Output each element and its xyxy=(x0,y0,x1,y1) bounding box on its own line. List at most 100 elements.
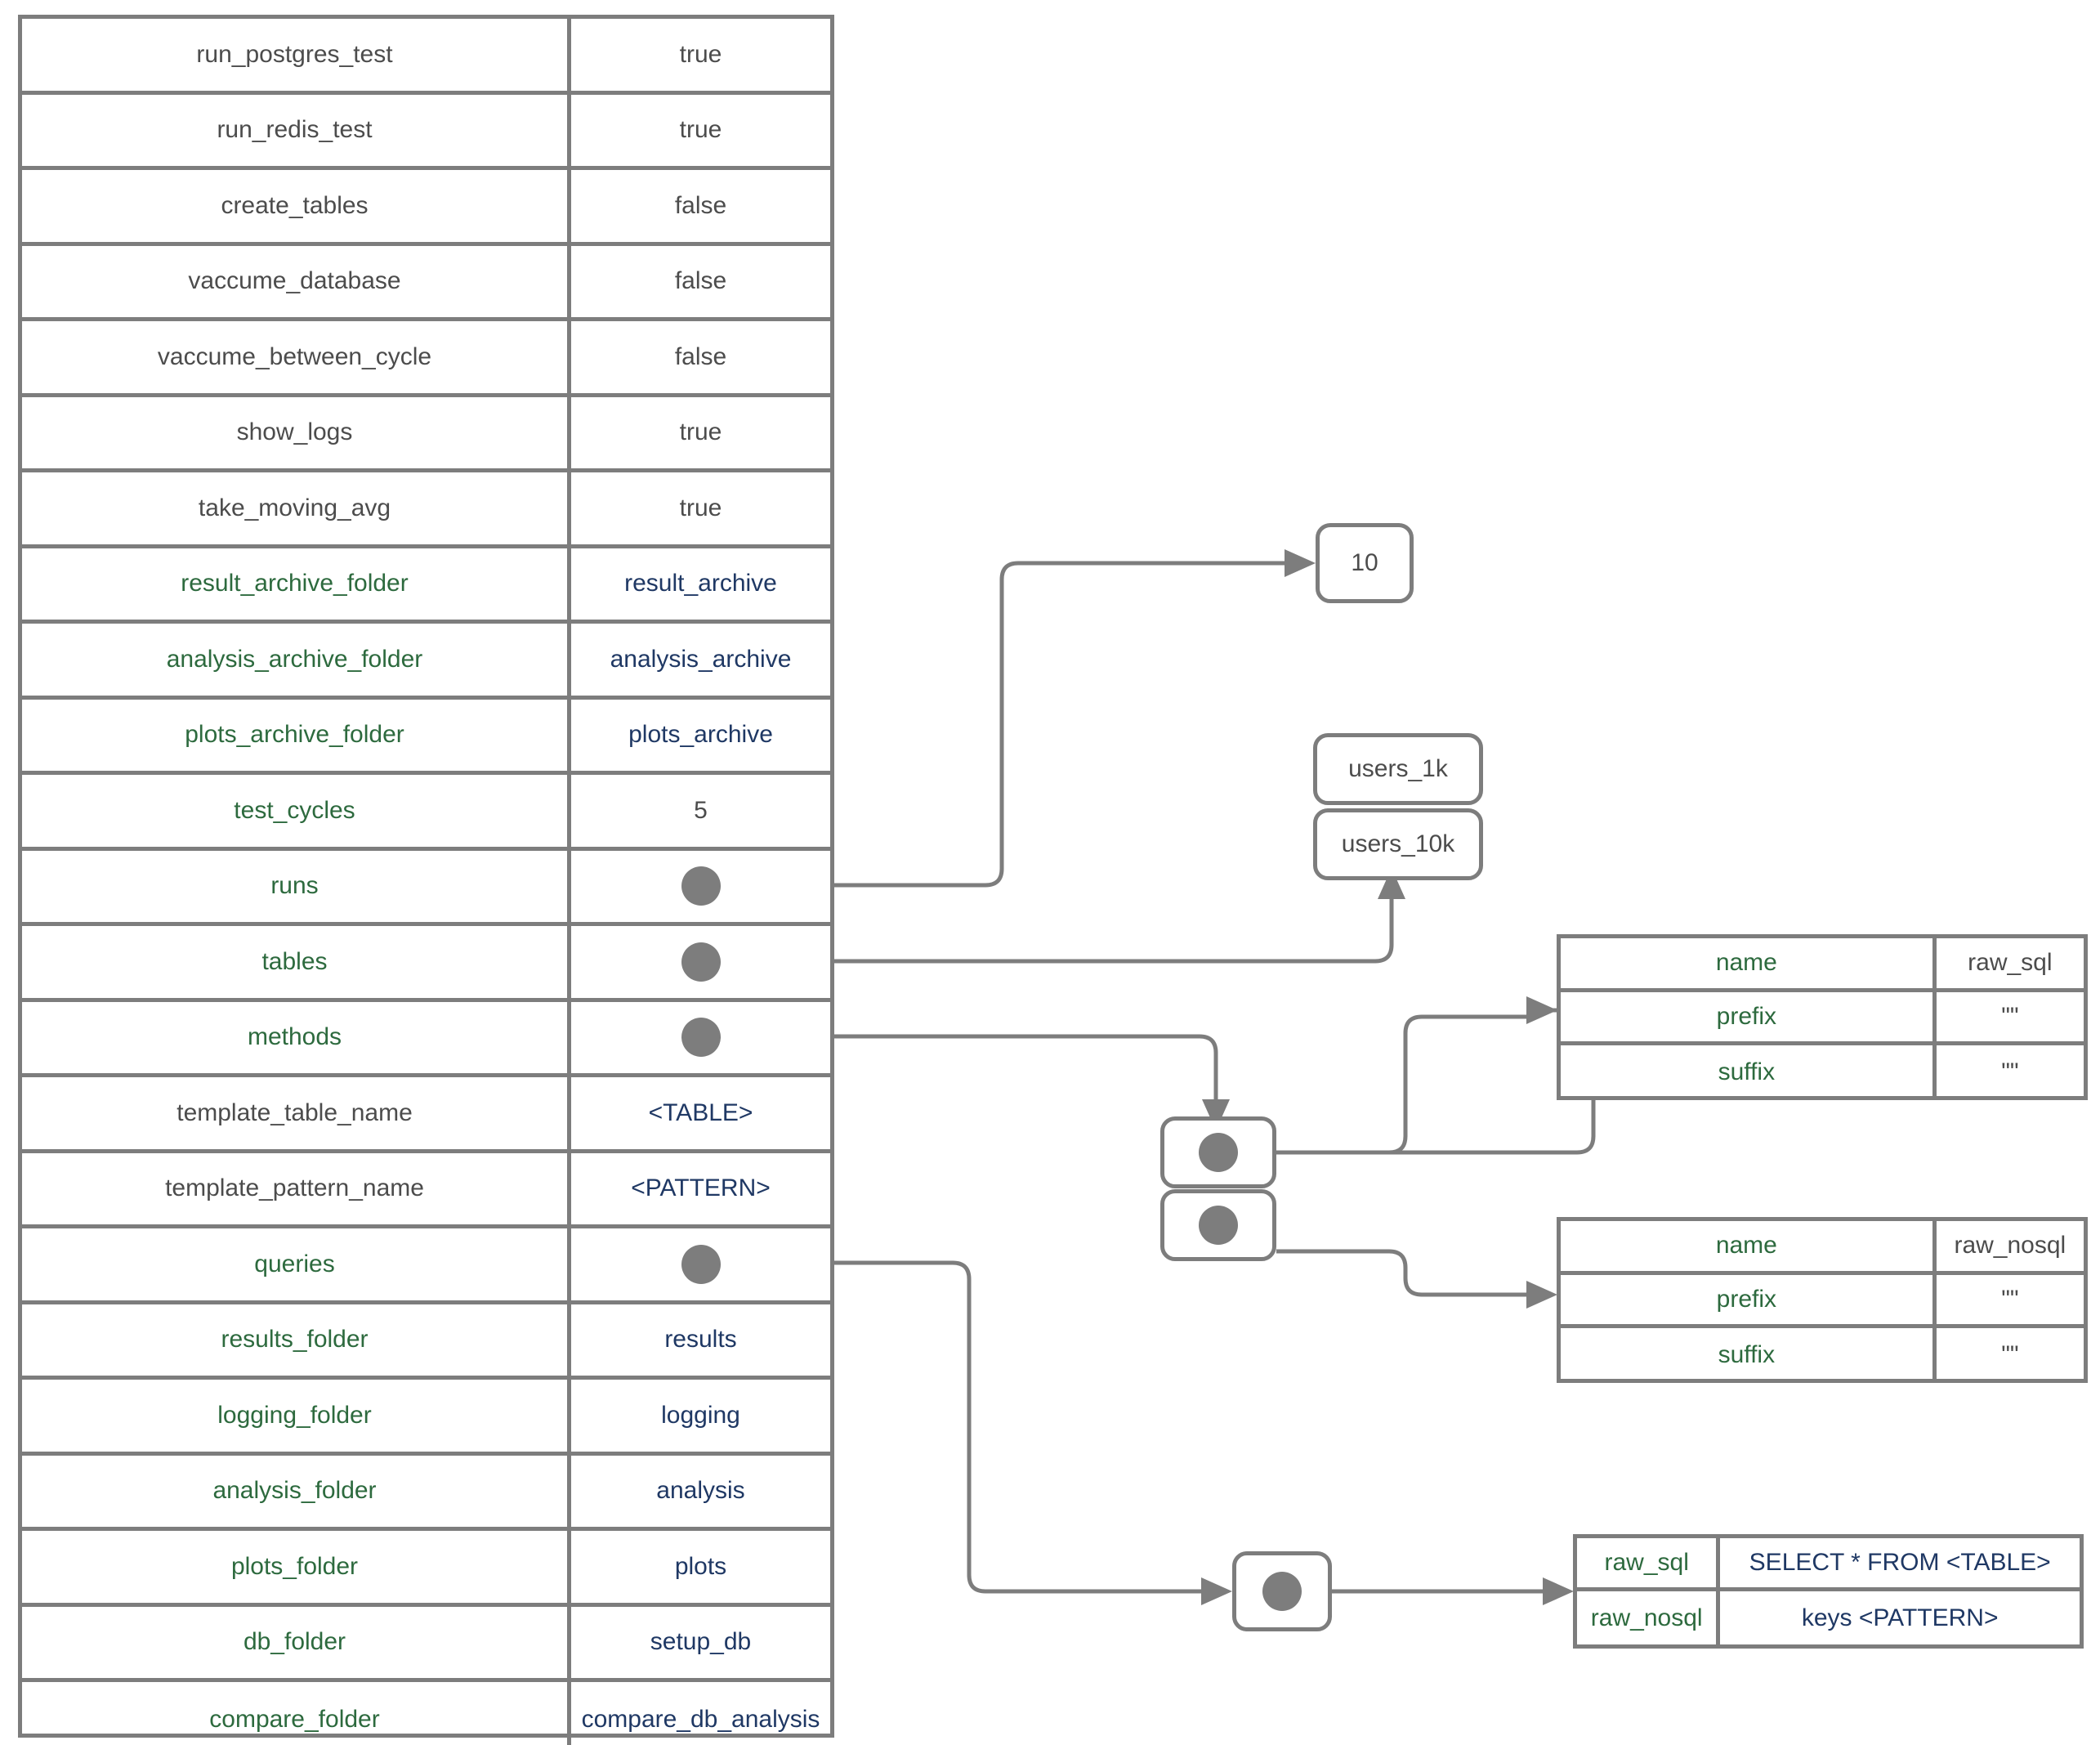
config-key-create_tables: create_tables xyxy=(22,170,571,242)
table-row: db_folder setup_db xyxy=(22,1606,830,1682)
config-value-queries[interactable] xyxy=(571,1228,830,1300)
config-key-vaccume_between_cycle: vaccume_between_cycle xyxy=(22,321,571,393)
node-methods-item-2[interactable] xyxy=(1160,1189,1276,1261)
config-value-create_tables: false xyxy=(674,191,727,219)
bullet-dot-icon xyxy=(681,866,721,906)
config-key-run_redis_test: run_redis_test xyxy=(22,94,571,166)
config-key-db_folder: db_folder xyxy=(22,1606,571,1678)
config-key-test_cycles: test_cycles xyxy=(22,775,571,847)
node-tables-users-10k[interactable]: users_10k xyxy=(1313,808,1483,880)
config-value-logging_folder: logging xyxy=(661,1401,740,1429)
bullet-dot-icon xyxy=(1262,1572,1302,1611)
nosql-method-key-name: name xyxy=(1561,1221,1937,1271)
config-key-template_table_name: template_table_name xyxy=(22,1077,571,1149)
nosql-method-key-suffix: suffix xyxy=(1561,1328,1937,1382)
node-runs-label: 10 xyxy=(1351,549,1378,576)
config-key-runs: runs xyxy=(22,850,571,922)
queries-key-raw_nosql: raw_nosql xyxy=(1577,1591,1721,1644)
config-value-vaccume_database: false xyxy=(674,267,727,295)
config-value-compare_folder: compare_db_analysis xyxy=(581,1706,820,1734)
table-row: vaccume_between_cycle false xyxy=(22,321,830,397)
table-row: methods xyxy=(22,1001,830,1077)
config-value-results_folder: results xyxy=(664,1326,737,1353)
node-runs-value[interactable]: 10 xyxy=(1316,523,1414,603)
table-row: queries xyxy=(22,1228,830,1304)
table-row: tables xyxy=(22,926,830,1002)
edge-method2-to-nosqltable xyxy=(1276,1249,1557,1309)
config-key-plots_archive_folder: plots_archive_folder xyxy=(22,699,571,771)
table-row: test_cycles 5 xyxy=(22,775,830,851)
config-value-methods[interactable] xyxy=(571,1002,830,1074)
config-key-tables: tables xyxy=(22,926,571,998)
node-methods-item-1[interactable] xyxy=(1160,1116,1276,1188)
table-row: vaccume_database false xyxy=(22,245,830,321)
table-row: raw_nosql keys <PATTERN> xyxy=(1577,1591,2080,1644)
table-row: suffix "" xyxy=(1561,1328,2084,1382)
nosql-method-value-prefix: "" xyxy=(2001,1285,2019,1313)
bullet-dot-icon xyxy=(681,1018,721,1058)
config-key-take_moving_avg: take_moving_avg xyxy=(22,472,571,544)
node-tables-users-1k[interactable]: users_1k xyxy=(1313,733,1483,805)
table-row: name raw_nosql xyxy=(1561,1221,2084,1275)
config-value-plots_folder: plots xyxy=(674,1552,727,1580)
config-key-plots_folder: plots_folder xyxy=(22,1531,571,1603)
node-queries-item[interactable] xyxy=(1232,1551,1332,1631)
edge-queriesnode-to-table xyxy=(1332,1577,1574,1605)
config-key-analysis_folder: analysis_folder xyxy=(22,1455,571,1527)
config-value-runs[interactable] xyxy=(571,851,830,923)
config-value-vaccume_between_cycle: false xyxy=(674,342,727,370)
edge-method1-route xyxy=(1276,1014,1526,1155)
sql-method-key-prefix: prefix xyxy=(1561,991,1937,1042)
config-value-test_cycles: 5 xyxy=(694,796,708,824)
table-row: template_table_name<TABLE> xyxy=(22,1077,830,1153)
table-row: run_postgres_test true xyxy=(22,19,830,95)
config-value-tables[interactable] xyxy=(571,926,830,998)
node-tables-users-1k-label: users_1k xyxy=(1348,755,1448,782)
config-key-methods: methods xyxy=(22,1001,571,1073)
table-row: template_pattern_name<PATTERN> xyxy=(22,1152,830,1228)
config-value-plots_archive_folder: plots_archive xyxy=(628,721,773,749)
queries-value-raw_sql: SELECT * FROM <TABLE> xyxy=(1749,1549,2051,1576)
nosql-method-value-name: raw_nosql xyxy=(1954,1232,2066,1260)
config-value-result_archive_folder: result_archive xyxy=(624,570,777,597)
nosql-method-value-suffix: "" xyxy=(2001,1340,2019,1368)
bullet-dot-icon xyxy=(1199,1133,1238,1172)
table-row: logging_folder logging xyxy=(22,1380,830,1456)
table-row: runs xyxy=(22,850,830,926)
table-row: suffix "" xyxy=(1561,1045,2084,1099)
sql-method-key-suffix: suffix xyxy=(1561,1045,1937,1099)
table-row: take_moving_avg true xyxy=(22,472,830,548)
config-key-show_logs: show_logs xyxy=(22,396,571,468)
config-value-db_folder: setup_db xyxy=(650,1628,752,1656)
nosql-method-key-prefix: prefix xyxy=(1561,1274,1937,1325)
table-row: show_logs true xyxy=(22,396,830,472)
bullet-dot-icon xyxy=(681,942,721,982)
config-value-template_pattern_name: <PATTERN> xyxy=(631,1175,771,1202)
config-key-vaccume_database: vaccume_database xyxy=(22,245,571,317)
sql-method-value-suffix: "" xyxy=(2001,1058,2019,1085)
config-value-show_logs: true xyxy=(679,418,722,446)
config-key-logging_folder: logging_folder xyxy=(22,1380,571,1452)
config-key-analysis_archive_folder: analysis_archive_folder xyxy=(22,624,571,696)
sql-method-value-name: raw_sql xyxy=(1968,949,2053,977)
config-key-run_postgres_test: run_postgres_test xyxy=(22,19,571,91)
config-value-analysis_folder: analysis xyxy=(656,1477,745,1505)
node-tables-users-10k-label: users_10k xyxy=(1341,830,1455,857)
config-value-run_postgres_test: true xyxy=(679,40,722,68)
queries-value-raw_nosql: keys <PATTERN> xyxy=(1801,1604,1999,1631)
bullet-dot-icon xyxy=(1199,1206,1238,1245)
config-value-take_moving_avg: true xyxy=(679,494,722,521)
sql-method-value-prefix: "" xyxy=(2001,1002,2019,1030)
table-row: plots_folder plots xyxy=(22,1531,830,1607)
